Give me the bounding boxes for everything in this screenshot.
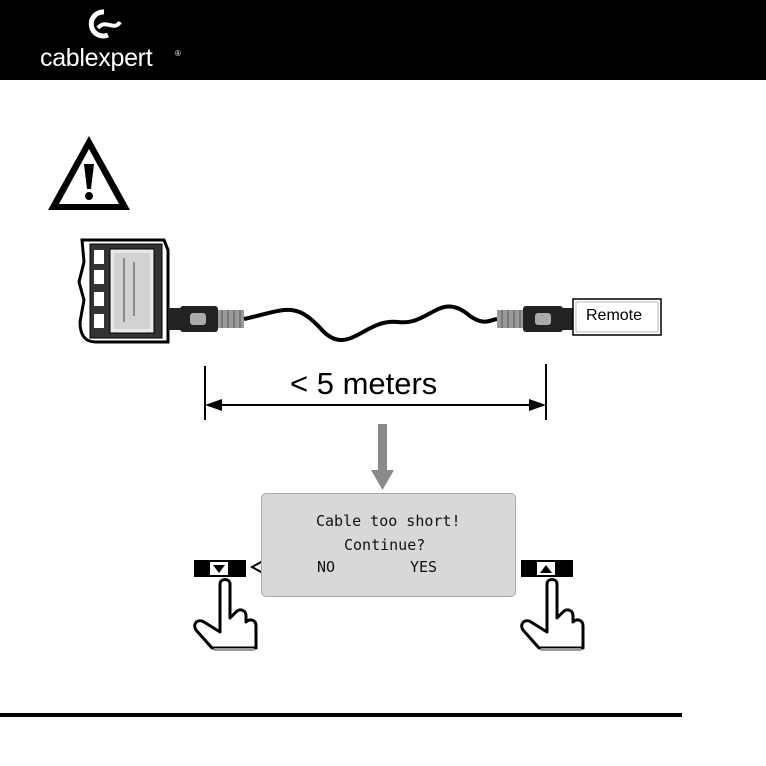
right-plug: [497, 306, 574, 332]
arrow-down-icon: [371, 424, 394, 490]
network-cable: [244, 306, 497, 340]
pointing-hand-icon: [195, 580, 256, 652]
pointing-hand-icon: [522, 580, 583, 652]
down-button[interactable]: [194, 560, 246, 577]
triangle-up-icon: [521, 560, 573, 577]
triangle-down-icon: [194, 560, 246, 577]
no-option-label: NO: [317, 558, 335, 576]
yes-option-label: YES: [410, 558, 437, 576]
lcd-message-line2: Continue?: [344, 536, 425, 554]
left-plug: [168, 306, 244, 332]
tester-device: [79, 240, 168, 342]
remote-label: Remote: [586, 307, 642, 325]
distance-label: < 5 meters: [290, 366, 437, 402]
lcd-message-line1: Cable too short!: [316, 512, 461, 530]
footer-rule: [0, 713, 682, 717]
lcd-screen: Cable too short! Continue? NO YES: [261, 493, 516, 597]
up-button[interactable]: [521, 560, 573, 577]
